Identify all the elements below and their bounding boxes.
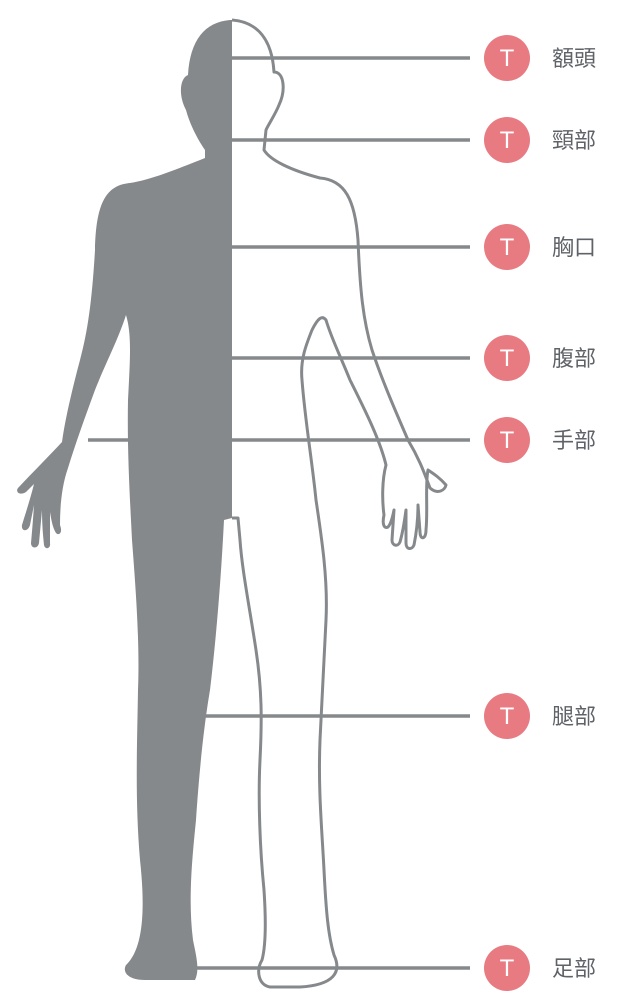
label-leg: T 腿部 <box>484 693 596 739</box>
badge-letter: T <box>499 236 514 261</box>
label-foot-text: 足部 <box>552 957 596 982</box>
label-chest: T 胸口 <box>484 224 596 270</box>
label-chest-text: 胸口 <box>552 236 596 261</box>
badge-letter: T <box>499 129 514 154</box>
badge-letter: T <box>499 705 514 730</box>
label-abdomen-text: 腹部 <box>552 347 596 372</box>
body-silhouette-left-half <box>17 20 232 980</box>
badge-letter: T <box>499 957 514 982</box>
label-neck-text: 頸部 <box>552 129 596 154</box>
badge-letter: T <box>499 429 514 454</box>
label-leg-text: 腿部 <box>552 705 596 730</box>
label-hand-text: 手部 <box>552 429 596 454</box>
label-neck: T 頸部 <box>484 117 596 163</box>
label-hand: T 手部 <box>484 417 596 463</box>
badge-letter: T <box>499 47 514 72</box>
label-abdomen: T 腹部 <box>484 335 596 381</box>
body-outline-right-half <box>232 20 446 987</box>
label-forehead-text: 額頭 <box>552 47 596 72</box>
badge-letter: T <box>499 347 514 372</box>
label-forehead: T 額頭 <box>484 35 596 81</box>
label-foot: T 足部 <box>484 945 596 991</box>
